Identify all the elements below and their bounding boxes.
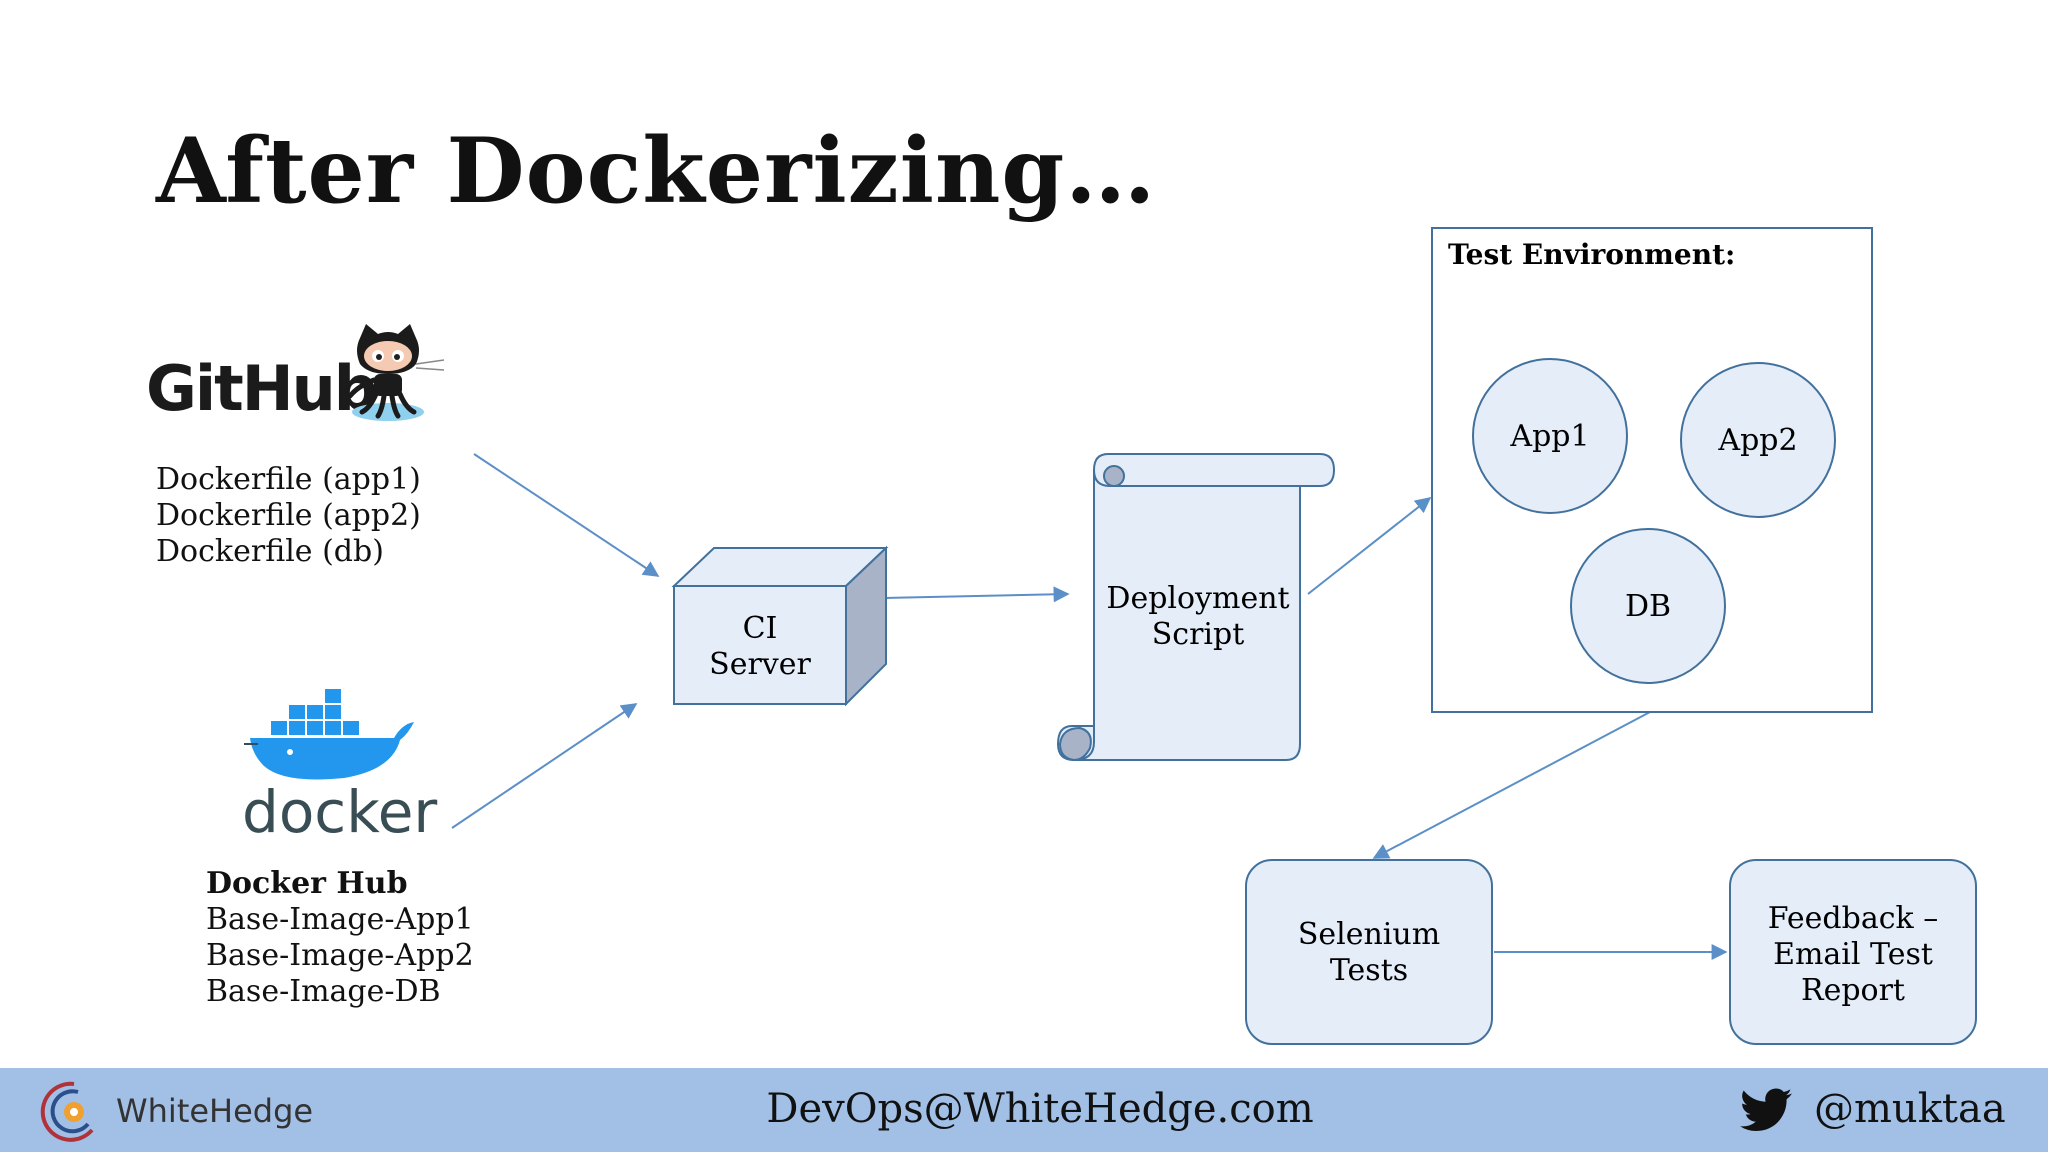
ci-server-label-line2: Server bbox=[709, 647, 811, 682]
test-environment-title: Test Environment: bbox=[1448, 238, 1735, 271]
test-environment-box: Test Environment: App1 App2 DB bbox=[1431, 227, 1873, 713]
feedback-node: Feedback – Email Test Report bbox=[1729, 859, 1977, 1045]
feedback-label-line1: Feedback – bbox=[1768, 901, 1939, 936]
slide-title: After Dockerizing… bbox=[156, 118, 1157, 224]
arrow-ci-to-script bbox=[885, 586, 1070, 603]
docker-logo-text: docker bbox=[242, 778, 438, 846]
deployment-script-label-line1: Deployment bbox=[1106, 581, 1289, 616]
footer-brand: WhiteHedge bbox=[116, 1092, 314, 1130]
docker-hub-heading: Docker Hub bbox=[206, 866, 408, 901]
selenium-label-line2: Tests bbox=[1330, 953, 1408, 988]
footer-bar: WhiteHedge DevOps@WhiteHedge.com @muktaa bbox=[0, 1068, 2048, 1152]
deployment-script-node: Deployment Script bbox=[1056, 453, 1336, 762]
list-item: Base-Image-App1 bbox=[206, 902, 474, 937]
twitter-icon bbox=[1740, 1088, 1792, 1132]
footer-email: DevOps@WhiteHedge.com bbox=[766, 1086, 1314, 1132]
selenium-tests-node: Selenium Tests bbox=[1245, 859, 1493, 1045]
list-item: Base-Image-DB bbox=[206, 974, 441, 1009]
footer-twitter-handle: @muktaa bbox=[1814, 1086, 2006, 1132]
arrow-github-to-ci bbox=[473, 453, 660, 577]
ci-server-label-line1: CI bbox=[743, 611, 778, 646]
app1-label: App1 bbox=[1509, 419, 1589, 454]
docker-hub-list: Docker Hub Base-Image-App1 Base-Image-Ap… bbox=[206, 866, 474, 1010]
list-item: Dockerfile (db) bbox=[156, 534, 384, 569]
feedback-label-line2: Email Test bbox=[1773, 937, 1933, 972]
db-label: DB bbox=[1625, 589, 1671, 624]
selenium-label-line1: Selenium bbox=[1298, 917, 1440, 952]
github-file-list: Dockerfile (app1) Dockerfile (app2) Dock… bbox=[156, 462, 421, 570]
list-item: Dockerfile (app2) bbox=[156, 498, 421, 533]
arrow-script-to-env bbox=[1307, 497, 1432, 595]
list-item: Base-Image-App2 bbox=[206, 938, 474, 973]
list-item: Dockerfile (app1) bbox=[156, 462, 421, 497]
app2-label: App2 bbox=[1717, 423, 1797, 458]
deployment-script-label-line2: Script bbox=[1152, 617, 1245, 652]
whitehedge-logo-icon bbox=[40, 1081, 94, 1142]
arrow-docker-to-ci bbox=[451, 703, 638, 829]
arrow-env-to-selenium bbox=[1372, 711, 1651, 859]
github-logo-text: GitHub bbox=[146, 352, 378, 425]
docker-whale-icon bbox=[244, 687, 414, 780]
octocat-icon bbox=[347, 324, 445, 421]
pipeline-diagram: CI Server Deployment Script Test Environ… bbox=[451, 227, 1977, 1045]
feedback-label-line3: Report bbox=[1801, 973, 1905, 1008]
ci-server-node: CI Server bbox=[671, 545, 889, 707]
